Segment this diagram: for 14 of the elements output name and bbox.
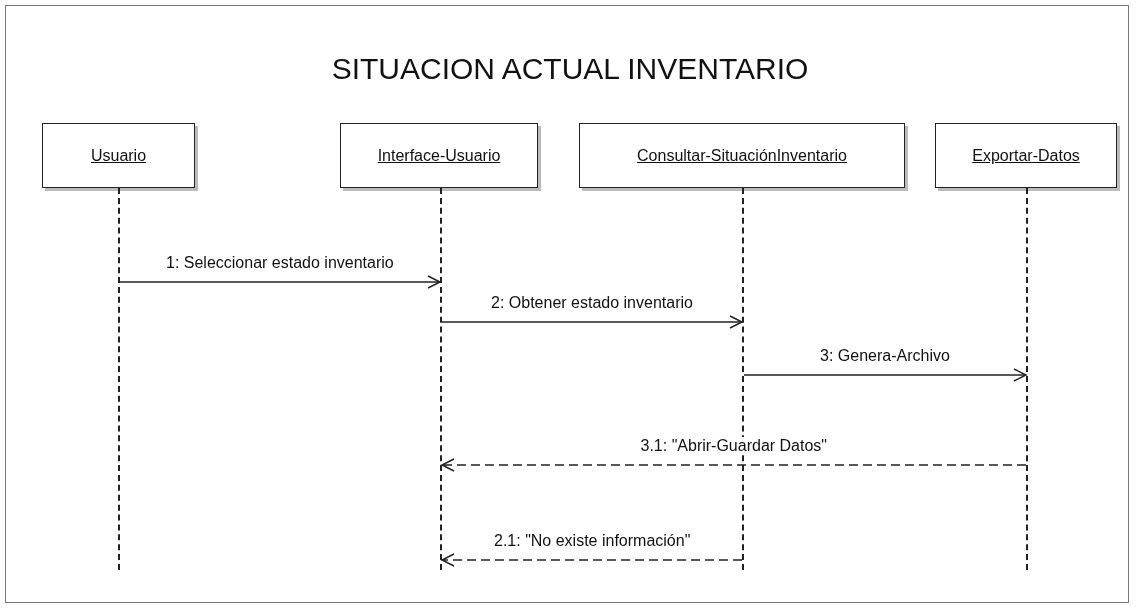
- return-arrow: [441, 553, 743, 567]
- message-arrow: [441, 315, 743, 329]
- participant-box: Consultar-SituaciónInventario: [579, 123, 905, 188]
- participant-box: Interface-Usuario: [340, 123, 538, 188]
- participant-box: Exportar-Datos: [935, 123, 1117, 188]
- lifeline: [118, 188, 120, 570]
- message-arrow: [743, 368, 1027, 382]
- lifeline: [1026, 188, 1028, 570]
- message-label: 3.1: "Abrir-Guardar Datos": [638, 437, 830, 455]
- participant-box: Usuario: [42, 123, 195, 188]
- message-arrow: [119, 275, 441, 289]
- diagram-title: SITUACION ACTUAL INVENTARIO: [330, 52, 810, 86]
- return-arrow: [441, 458, 1027, 472]
- lifeline: [440, 188, 442, 570]
